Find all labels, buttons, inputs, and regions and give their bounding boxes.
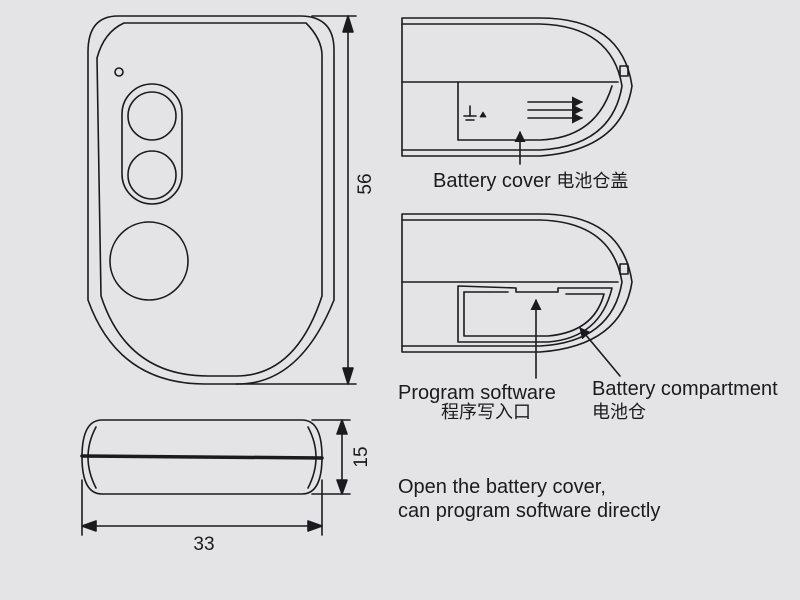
remote-front-view — [87, 15, 335, 385]
instruction-line-2: can program software directly — [398, 500, 661, 522]
width-dimension — [81, 479, 323, 536]
battery-compartment — [457, 285, 613, 343]
battery-compartment-label-cn: 电池仓 — [592, 402, 646, 423]
slide-arrows-icon — [527, 96, 584, 124]
remote-side-view — [80, 419, 324, 495]
battery-compartment-label-en: Battery compartment — [592, 378, 778, 400]
height-label: 56 — [355, 173, 376, 195]
button-housing — [121, 83, 183, 205]
battery-cover-label: Battery cover 电池仓盖 — [433, 170, 628, 193]
battery-cover-panel — [457, 81, 613, 141]
thickness-dimension — [311, 419, 351, 495]
height-dimension — [235, 15, 357, 385]
battery-compartment-view — [401, 213, 633, 379]
program-software-label-en: Program software — [398, 382, 556, 404]
middle-button — [127, 150, 177, 200]
battery-cover-label-cn: 电池仓盖 — [556, 171, 629, 192]
large-button — [109, 221, 189, 301]
instruction-line-1: Open the battery cover, — [398, 476, 606, 498]
led-indicator — [114, 67, 124, 77]
top-button — [127, 91, 177, 141]
battery-cover-label-en: Battery cover — [433, 170, 551, 192]
battery-cover-view — [401, 17, 633, 165]
program-software-label-cn: 程序写入口 — [441, 402, 531, 423]
thickness-label: 15 — [351, 446, 372, 468]
width-label: 33 — [193, 534, 215, 555]
ground-symbol — [463, 105, 487, 121]
